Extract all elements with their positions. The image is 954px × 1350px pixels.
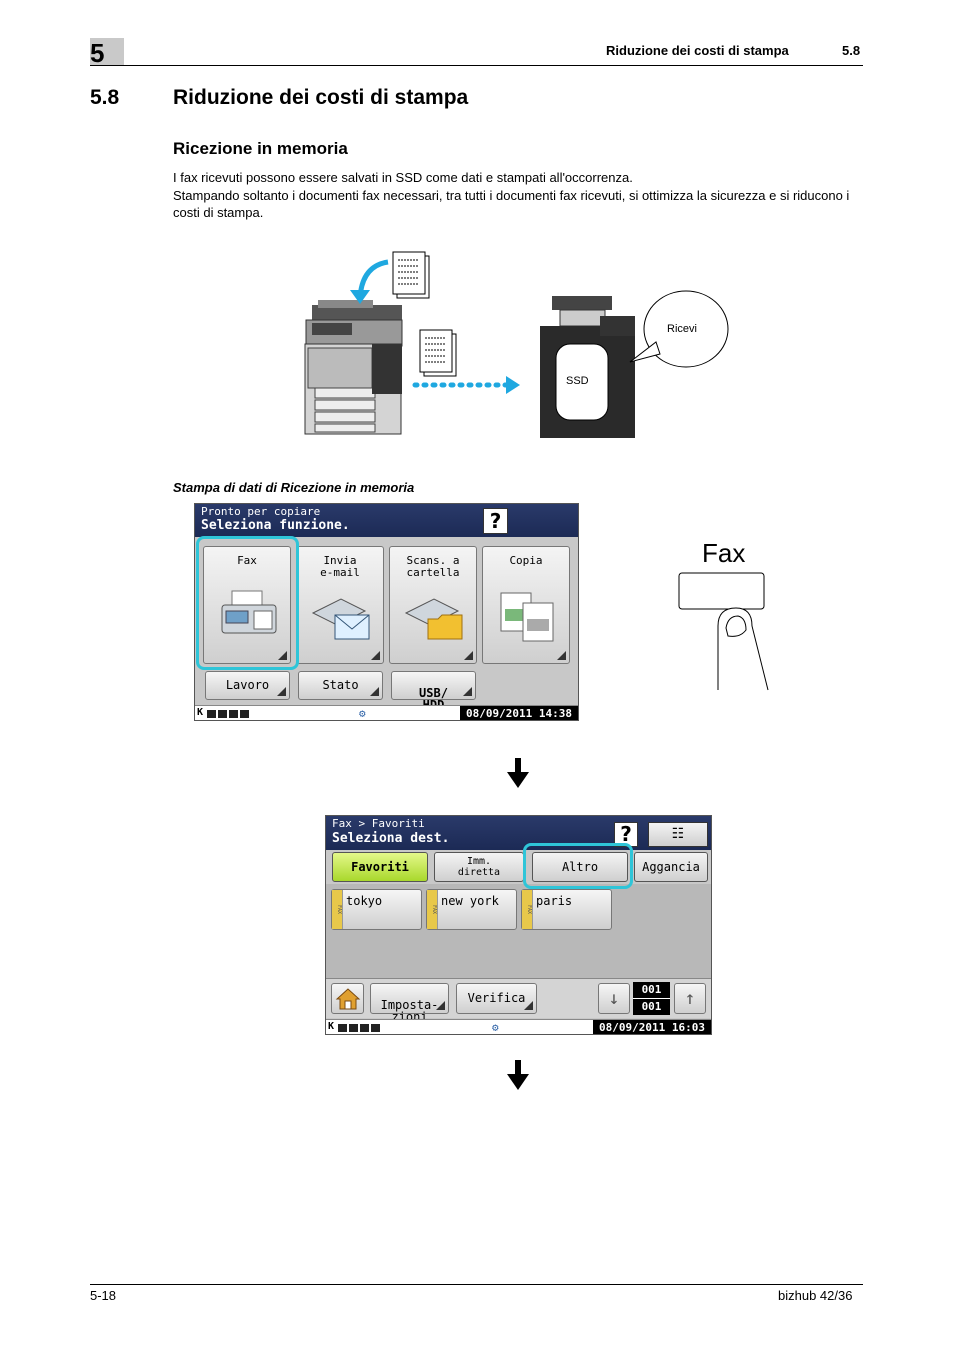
arrow-up-icon: ↑ [684,988,696,1009]
button-label: e-mail [320,566,360,579]
send-email-button[interactable]: Invia e-mail [296,546,384,664]
copy-pages-icon [500,592,554,642]
control-panel-fax-screen: Fax > Favoriti Seleziona dest. ? ☷ Favor… [325,815,712,1035]
status-button[interactable]: Stato [298,671,383,700]
document-icon [419,329,457,377]
button-label: Fax [237,554,257,567]
address-book-icon: ☷ [671,826,685,842]
footer-rule [90,1284,863,1285]
subsection-title: Ricezione in memoria [173,139,348,158]
toner-k-label: K [328,1021,335,1032]
memory-reception-illustration: SSD Ricevi [304,251,729,438]
destination-paris[interactable]: FAX paris [521,889,612,930]
header-title: Riduzione dei costi di stampa [606,43,789,58]
network-icon: ⚙ [359,707,366,720]
fax-tag: FAX [332,890,343,929]
toner-gauge [338,1024,380,1032]
date-time: 08/09/2011 16:03 [593,1020,711,1034]
down-arrow-icon [507,758,529,788]
button-label: Verifica [467,991,526,1005]
address-book-button[interactable]: ☷ [648,822,708,847]
fax-tag: FAX [427,890,438,929]
toner-k-label: K [197,707,204,718]
chapter-number-box [90,38,124,66]
fax-key [678,572,765,610]
destination-new-york[interactable]: FAX new york [426,889,517,930]
scroll-down-button[interactable]: ↓ [598,983,630,1014]
altro-tab-highlight [523,843,633,889]
button-label: Copia [509,554,543,567]
fax-function-button[interactable]: Fax [203,546,291,664]
scroll-up-button[interactable]: ↑ [674,983,706,1014]
destination-tokyo[interactable]: FAX tokyo [331,889,422,930]
destination-label: paris [536,894,573,908]
control-panel-main-screen: Pronto per copiare Seleziona funzione. ?… [194,503,579,721]
product-name: bizhub 42/36 [778,1288,853,1303]
folder-scanner-icon [404,598,463,640]
button-label: Scans. a [406,554,460,567]
section-number: 5.8 [90,86,120,109]
header-section-ref: 5.8 [842,43,861,58]
figure-caption: Stampa di dati di Ricezione in memoria [173,480,415,495]
button-label: Invia [323,554,357,567]
tab-aggancia[interactable]: Aggancia [634,852,708,882]
arrow-down-icon: ↓ [608,988,620,1009]
email-scanner-icon [311,598,370,640]
page-current: 001 [633,982,670,999]
document-icon [392,251,430,299]
verifica-button[interactable]: Verifica [456,983,537,1014]
instruction-message: Seleziona dest. [332,831,450,846]
page-counter: 001 001 [633,982,670,1015]
status-message: Pronto per copiare [201,505,321,518]
down-arrow-icon [507,1060,529,1090]
header-rule [90,65,863,66]
chapter-number: 5 [90,38,105,68]
tab-altro[interactable]: Altro [532,852,628,882]
status-bar: K ⚙ 08/09/2011 14:38 [195,705,578,720]
status-bar: K ⚙ 08/09/2011 16:03 [326,1019,711,1034]
destination-label: tokyo [346,894,383,908]
usb-hdd-button[interactable]: USB/ HDD [391,671,476,711]
fax-tag: FAX [522,890,533,929]
destination-label: new york [441,894,499,908]
fax-machine-icon [221,590,277,634]
fax-button-highlight [196,536,299,670]
ssd-box [555,343,609,421]
section-title: Riduzione dei costi di stampa [173,86,469,109]
bubble-label: Ricevi [667,323,697,335]
button-label: cartella [406,566,460,579]
page-number: 5-18 [90,1288,117,1303]
screen-header: Fax > Favoriti Seleziona dest. ? ☷ [326,816,711,850]
button-label: Stato [322,678,359,692]
impostazioni-button[interactable]: Imposta- zioni [370,983,449,1023]
left-mfp-icon [304,300,403,435]
home-icon [335,988,360,1010]
speech-bubble [643,290,729,368]
job-list-button[interactable]: Lavoro [205,671,290,700]
network-icon: ⚙ [492,1021,499,1034]
instruction-message: Seleziona funzione. [201,518,350,533]
toner-gauge [207,710,249,718]
ssd-label: SSD [566,375,589,387]
breadcrumb: Fax > Favoriti [332,817,425,830]
page-total: 001 [641,1000,662,1013]
fax-key-label: Fax [702,538,745,568]
button-label: Lavoro [225,678,270,692]
tab-favoriti[interactable]: Favoriti [332,852,428,882]
body-paragraph: I fax ricevuti possono essere salvati in… [173,170,850,220]
home-button[interactable] [331,983,364,1014]
screen-header: Pronto per copiare Seleziona funzione. ? [195,504,578,537]
help-button[interactable]: ? [483,508,508,534]
date-time: 08/09/2011 14:38 [460,706,578,720]
scan-to-folder-button[interactable]: Scans. a cartella [389,546,477,664]
copy-function-button[interactable]: Copia [482,546,570,664]
tab-imm-diretta[interactable]: Imm. diretta [434,852,524,882]
fax-hardware-key-illustration: Fax [678,538,769,691]
